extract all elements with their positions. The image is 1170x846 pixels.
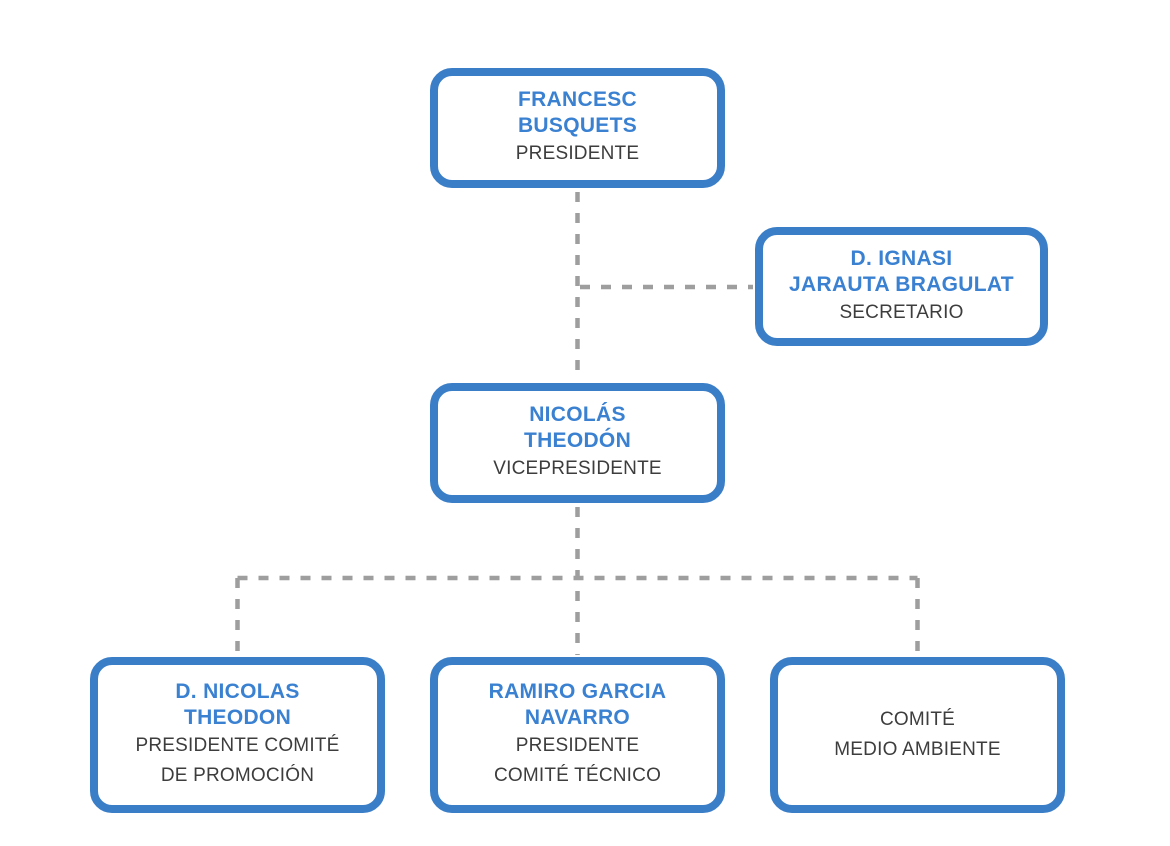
person-role: PRESIDENTE <box>516 139 639 169</box>
person-name-line: JARAUTA BRAGULAT <box>789 272 1014 296</box>
person-role-line: PRESIDENTE COMITÉ <box>135 735 340 756</box>
person-role: SECRETARIO <box>839 298 963 328</box>
person-role-line: DE PROMOCIÓN <box>160 765 315 786</box>
committee-label-line: COMITÉ <box>879 709 956 730</box>
person-role: VICEPRESIDENTE <box>493 454 662 484</box>
committee-label-line: MEDIO AMBIENTE <box>834 739 1001 760</box>
person-role: PRESIDENTE COMITÉ TÉCNICO <box>494 731 661 791</box>
person-name: NICOLÁS THEODÓN <box>524 402 631 454</box>
person-name-line: THEODON <box>183 706 292 729</box>
person-role-line: PRESIDENTE <box>515 143 640 164</box>
person-name: FRANCESC BUSQUETS <box>518 87 637 139</box>
person-role-line: SECRETARIO <box>839 301 964 323</box>
person-role-line: VICEPRESIDENTE <box>493 458 662 479</box>
person-name: D. NICOLAS THEODON <box>175 679 299 731</box>
org-node-vicepresidente: NICOLÁS THEODÓN VICEPRESIDENTE <box>430 383 725 503</box>
org-node-secretario: D. IGNASI JARAUTA BRAGULAT SECRETARIO <box>755 227 1048 346</box>
person-name-line: RAMIRO GARCIA <box>488 680 667 703</box>
person-name-line: THEODÓN <box>523 429 632 452</box>
person-name-line: NICOLÁS <box>529 403 626 426</box>
person-name-line: FRANCESC <box>517 88 638 111</box>
person-role-line: PRESIDENTE <box>515 735 640 756</box>
person-name: D. IGNASI JARAUTA BRAGULAT <box>789 246 1014 298</box>
org-node-comite-tecnico: RAMIRO GARCIA NAVARRO PRESIDENTE COMITÉ … <box>430 657 725 813</box>
committee-label: COMITÉ MEDIO AMBIENTE <box>834 705 1000 765</box>
person-role: PRESIDENTE COMITÉ DE PROMOCIÓN <box>136 731 340 791</box>
person-name: RAMIRO GARCIA NAVARRO <box>489 679 667 731</box>
person-name-line: NAVARRO <box>524 706 631 729</box>
person-name-line: BUSQUETS <box>517 114 638 137</box>
org-node-comite-promocion: D. NICOLAS THEODON PRESIDENTE COMITÉ DE … <box>90 657 385 813</box>
person-name-line: D. IGNASI <box>850 246 953 270</box>
person-role-line: COMITÉ TÉCNICO <box>493 765 662 786</box>
person-name-line: D. NICOLAS <box>175 680 300 703</box>
org-node-comite-medio-ambiente: COMITÉ MEDIO AMBIENTE <box>770 657 1065 813</box>
org-node-presidente: FRANCESC BUSQUETS PRESIDENTE <box>430 68 725 188</box>
